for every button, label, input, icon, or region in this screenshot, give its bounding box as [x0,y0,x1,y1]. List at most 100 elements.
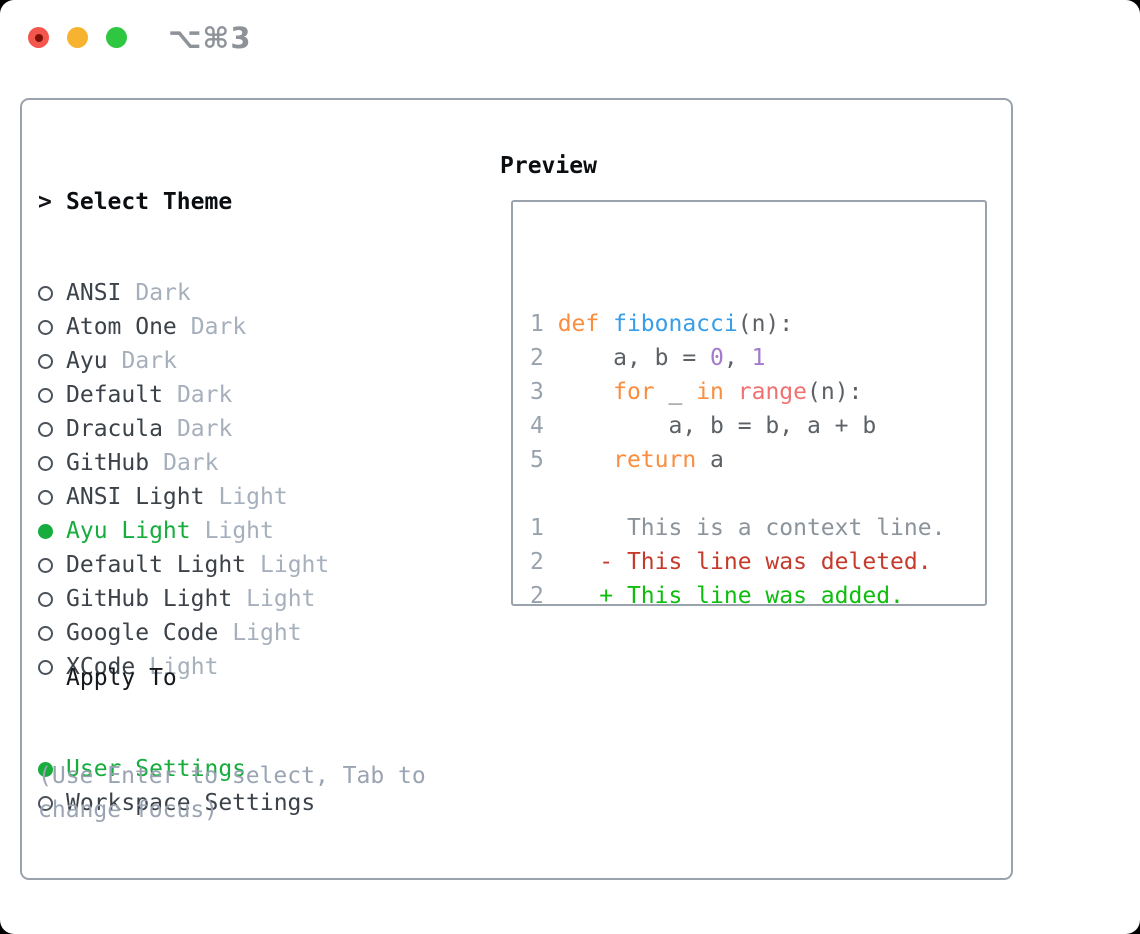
theme-variant-badge: Dark [135,280,191,306]
code-segment: 0 [710,345,724,371]
radio-icon [38,412,66,446]
apply-to-label: Workspace Settings [66,790,316,816]
code-line: 1 def fibonacci(n): [530,307,945,341]
keyboard-hint: (Use Enter to select, Tab to change focu… [38,763,426,823]
radio-icon [38,650,66,684]
radio-circle-icon [38,320,53,335]
radio-circle-icon [38,626,53,641]
apply-to-heading: Apply To [38,661,315,695]
close-button[interactable] [28,27,49,48]
radio-icon [38,378,66,412]
code-segment [558,447,613,473]
code-segment: This is a context line. [557,515,946,541]
code-segment: return [613,447,697,473]
radio-circle-icon [38,422,53,437]
window-shortcut-label: ⌥⌘3 [168,21,252,55]
code-segment: , [723,345,752,371]
radio-circle-icon [38,762,53,777]
code-line: 2 + This line was added. [530,579,945,613]
radio-icon [38,548,66,582]
theme-variant-badge: Light [260,552,330,578]
theme-option[interactable]: XCode Light [38,650,329,684]
theme-variant-badge: Light [232,620,302,646]
theme-option[interactable]: Default Dark [38,378,329,412]
line-number: 1 [530,515,558,541]
theme-name: Atom One [66,314,177,340]
code-line: 4 a, b = b, a + b [530,409,945,443]
code-segment: a [696,447,724,473]
minimize-button[interactable] [67,27,88,48]
selection-cursor: > [38,185,66,219]
theme-option[interactable]: ANSI Dark [38,276,329,310]
radio-circle-icon [38,592,53,607]
radio-icon [38,480,66,514]
code-segment: a, b = b, a + b [557,413,877,439]
theme-variant-badge: Dark [190,314,247,340]
theme-variant-badge: Dark [176,416,233,442]
code-segment: range [737,379,807,405]
theme-name: ANSI [66,280,122,306]
theme-variant-badge: Light [246,586,316,612]
code-line: 2 - This line was deleted. [530,545,945,579]
code-segment: + This line was added. [557,583,904,609]
theme-name: GitHub Light [66,586,233,612]
theme-name: Ayu [66,348,108,374]
theme-name: ANSI Light [66,484,205,510]
theme-list-heading: > Select Theme [38,185,329,219]
theme-option[interactable]: GitHub Light Light [38,582,329,616]
cursor-icon: > [38,189,52,215]
code-line: 2 a, b = 0, 1 [530,341,945,375]
radio-circle-icon [38,660,53,675]
line-number: 4 [530,413,558,439]
code-segment: def [557,311,614,337]
theme-name: Dracula [66,416,163,442]
code-segment: a, b = [557,345,711,371]
code-line: 1 This is a context line. [530,511,945,545]
code-line: 5 return a [530,443,945,477]
code-line: 3 for _ in range(n): [530,375,945,409]
theme-option[interactable]: ANSI Light Light [38,480,329,514]
line-number: 2 [530,549,558,575]
code-segment: (n): [737,311,794,337]
theme-name: GitHub [66,450,150,476]
radio-circle-icon [38,388,53,403]
code-segment: in [696,379,724,405]
theme-variant-badge: Light [149,654,219,680]
theme-variant-badge: Dark [121,348,177,374]
line-number: 1 [530,311,558,337]
theme-variant-badge: Light [204,518,274,544]
preview-title: Preview [500,153,597,179]
theme-name: Default [66,382,163,408]
code-segment [558,379,613,405]
radio-circle-icon [38,524,53,539]
apply-to-option[interactable]: User Settings [38,752,315,786]
radio-selected-icon [38,514,66,548]
theme-variant-badge: Light [218,484,288,510]
radio-circle-icon [38,796,53,811]
code-segment: (n): [807,379,863,405]
radio-selected-icon [38,752,66,786]
theme-option[interactable]: Atom One Dark [38,310,329,344]
apply-to-title: Apply To [66,665,177,691]
radio-circle-icon [38,490,53,505]
titlebar: ⌥⌘3 [0,0,1140,76]
code-segment [724,379,738,405]
zoom-button[interactable] [106,27,127,48]
theme-option[interactable]: Ayu Dark [38,344,329,378]
radio-icon [38,786,66,820]
theme-name: XCode [66,654,136,680]
radio-circle-icon [38,558,53,573]
apply-to-option[interactable]: Workspace Settings [38,786,315,820]
theme-variant-badge: Dark [176,382,233,408]
radio-circle-icon [38,354,53,369]
theme-option[interactable]: Dracula Dark [38,412,329,446]
